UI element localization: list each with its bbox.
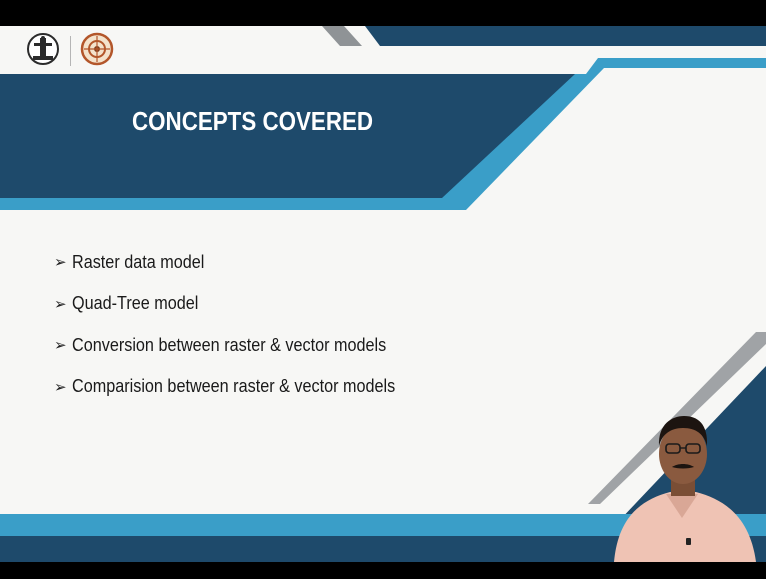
- presenter-video-overlay: [614, 416, 756, 562]
- arrow-bullet-icon: ➢: [54, 337, 67, 354]
- arrow-bullet-icon: ➢: [54, 295, 67, 313]
- arrow-bullet-icon: ➢: [54, 378, 67, 396]
- list-item: ➢ Raster data model: [54, 252, 431, 272]
- list-item: ➢ Conversion between raster & vector mod…: [54, 335, 431, 355]
- list-item: ➢ Quad-Tree model: [54, 293, 431, 314]
- bullet-list: ➢ Raster data model ➢ Quad-Tree model ➢ …: [54, 252, 431, 418]
- nptel-emblem-icon: [80, 32, 114, 66]
- header-grey-stripe: [322, 26, 362, 46]
- presenter-face: [659, 424, 707, 484]
- slide: CONCEPTS COVERED ➢ Raster data model ➢ Q…: [0, 26, 766, 562]
- presenter-shirt: [614, 492, 756, 562]
- bottom-blue-band: [0, 514, 766, 536]
- title-banner: [0, 74, 575, 198]
- bullet-text: Conversion between raster & vector model…: [72, 334, 387, 355]
- bullet-text: Quad-Tree model: [72, 293, 199, 313]
- bullet-text: Comparision between raster & vector mode…: [72, 376, 396, 396]
- header-navy-band: [365, 26, 766, 46]
- bullet-text: Raster data model: [72, 251, 205, 272]
- list-item: ➢ Comparision between raster & vector mo…: [54, 376, 431, 397]
- institute-emblem-icon: [27, 33, 59, 65]
- slide-title: CONCEPTS COVERED: [132, 106, 374, 136]
- logo-divider: [70, 36, 71, 66]
- arrow-bullet-icon: ➢: [54, 254, 67, 271]
